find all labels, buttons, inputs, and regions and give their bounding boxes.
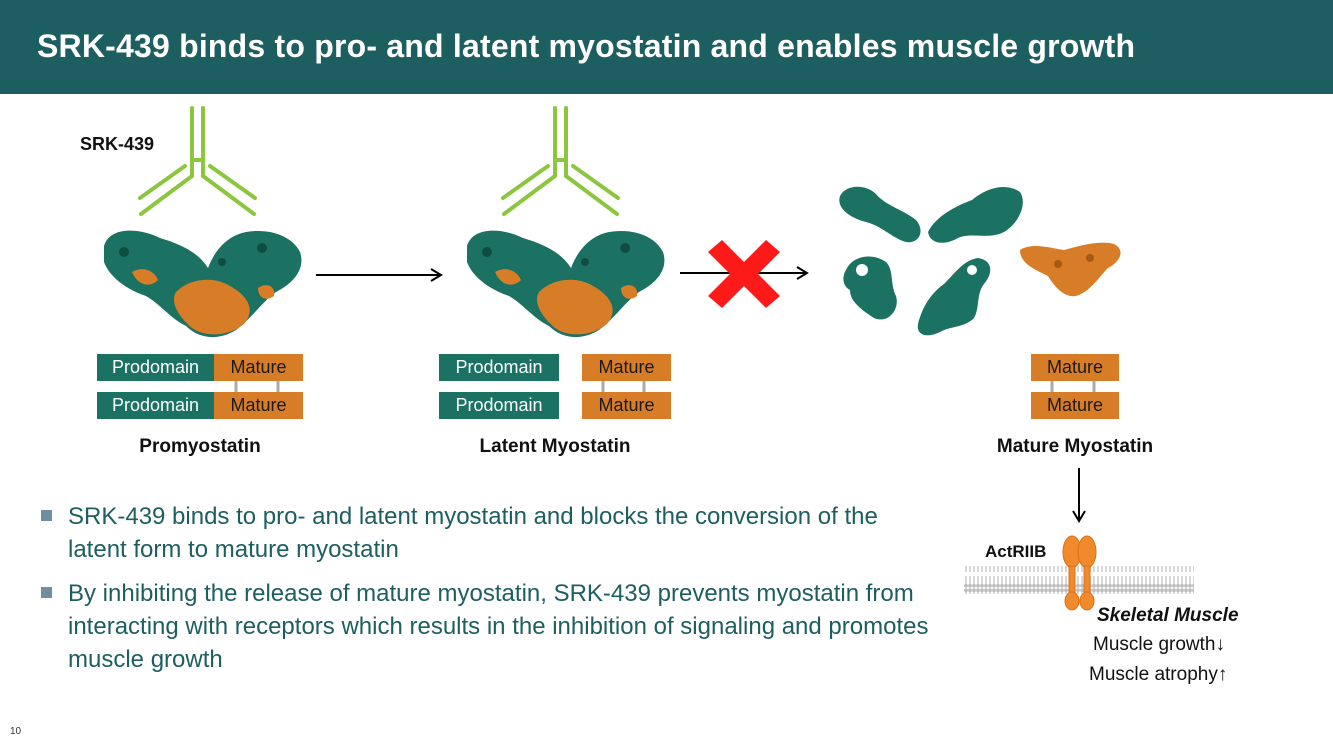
prodomain-box: Prodomain <box>97 392 214 419</box>
antibody-icon <box>138 106 257 216</box>
mature-myostatin-structure <box>1020 242 1121 297</box>
dimer-connectors <box>234 381 1096 394</box>
promyostatin-label: Promyostatin <box>139 436 261 457</box>
page-number: 10 <box>10 726 22 737</box>
bullet-list: SRK-439 binds to pro- and latent myostat… <box>40 500 940 687</box>
signaling-arrow <box>1072 468 1086 523</box>
antibody-label: SRK-439 <box>80 134 155 154</box>
mature-box: Mature <box>214 354 303 381</box>
square-bullet-icon <box>41 510 52 521</box>
square-bullet-icon <box>41 587 52 598</box>
antibody-icon <box>501 106 620 216</box>
effect-growth: Muscle growth↓ <box>1093 634 1225 655</box>
conversion-arrow <box>316 268 443 282</box>
cell-membrane <box>964 566 1194 594</box>
promyostatin-structure <box>104 230 302 338</box>
receptor-label: ActRIIB <box>985 542 1047 561</box>
bullet-item: SRK-439 binds to pro- and latent myostat… <box>40 500 940 566</box>
mature-box: Mature <box>582 392 671 419</box>
mature-box: Mature <box>1031 392 1119 419</box>
bullet-item: By inhibiting the release of mature myos… <box>40 577 940 676</box>
mature-box: Mature <box>1031 354 1119 381</box>
prodomain-box: Prodomain <box>97 354 214 381</box>
effect-atrophy: Muscle atrophy↑ <box>1089 664 1228 685</box>
latent-myostatin-structure <box>467 230 665 338</box>
bullet-text: By inhibiting the release of mature myos… <box>68 580 929 673</box>
prodomain-fragments <box>839 186 1023 336</box>
latent-myostatin-label: Latent Myostatin <box>479 436 631 457</box>
title-bar: SRK-439 binds to pro- and latent myostat… <box>0 0 1333 94</box>
mature-box: Mature <box>214 392 303 419</box>
bullet-text: SRK-439 binds to pro- and latent myostat… <box>68 503 878 563</box>
tissue-label: Skeletal Muscle <box>1097 605 1239 626</box>
mature-box: Mature <box>582 354 671 381</box>
block-x-icon <box>708 240 780 308</box>
prodomain-box: Prodomain <box>439 354 559 381</box>
prodomain-box: Prodomain <box>439 392 559 419</box>
mature-myostatin-label: Mature Myostatin <box>996 436 1154 457</box>
receptor-icon <box>1062 535 1097 611</box>
slide-title: SRK-439 binds to pro- and latent myostat… <box>37 28 1136 64</box>
